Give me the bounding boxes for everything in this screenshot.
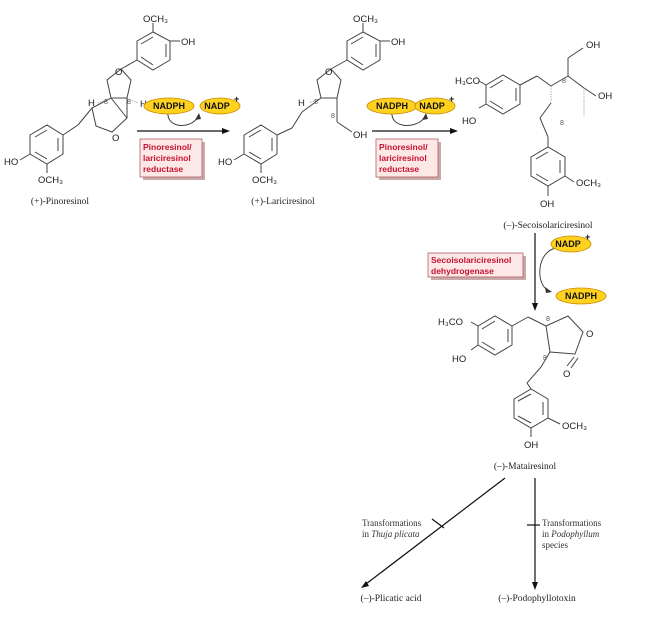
step1-enzyme-line3: reductase <box>143 164 183 174</box>
step3-nadp-text: NADP <box>555 239 581 249</box>
step2-enzyme-line1: Pinoresinol/ <box>379 142 428 152</box>
matai-oh-label: OH <box>524 440 538 451</box>
pinoresinol-h-right-label: H <box>140 99 147 110</box>
thuja-note-line2: in Thuja plicata <box>362 529 420 539</box>
pinoresinol-ho-label: HO <box>4 157 18 168</box>
podophyllum-note-line1: Transformations <box>542 518 602 528</box>
seco-8-left: 8 <box>562 78 566 85</box>
matai-upper-ring <box>477 315 513 356</box>
step2-enzyme-line3: reductase <box>379 164 419 174</box>
podophyllum-arrowhead <box>532 582 538 590</box>
matairesinol-name: (–)-Matairesinol <box>494 461 557 472</box>
lariciresinol-structure: OCH₃ OH O H 8 8 OH HO OCH₃ (+)-Laricires… <box>218 14 405 207</box>
lariciresinol-furan <box>316 68 342 99</box>
step2-nadp-badge: NADP + <box>414 94 456 115</box>
branch-thuja: Transformations in Thuja plicata <box>361 477 506 588</box>
step3-enzyme-box: Secoisolariciresinol dehydrogenase <box>427 252 526 280</box>
pinoresinol-oh-label: OH <box>181 37 195 48</box>
lariciresinol-oh-label: OH <box>391 37 405 48</box>
seco-och3-label: OCH₃ <box>576 178 601 189</box>
seco-upper-ring <box>485 74 521 115</box>
pinoresinol-8-right: 8 <box>127 99 131 106</box>
step3-cofactor-curve <box>539 247 557 291</box>
pinoresinol-structure: OCH₃ OH O H H 8 8 O HO OCH₃ (+)-Pinoresi… <box>4 14 195 207</box>
lariciresinol-ho-label: HO <box>218 157 232 168</box>
step2-nadph-badge: NADPH <box>366 97 418 115</box>
secoisolariciresinol-name: (–)-Secoisolariciresinol <box>503 220 593 231</box>
plicatic-acid-name: (–)-Plicatic acid <box>361 593 422 604</box>
step2-nadp-plus: + <box>449 94 454 104</box>
podophyllotoxin-name: (–)-Podophyllotoxin <box>498 593 576 604</box>
branch-podophyllum: Transformations in Podophyllum species <box>527 478 602 590</box>
pinoresinol-och3-bottom-label: OCH₃ <box>38 175 63 186</box>
lariciresinol-och3-bottom-label: OCH₃ <box>252 175 277 186</box>
seco-oh-upper-label: OH <box>586 40 600 51</box>
pinoresinol-lower-furan <box>91 97 128 133</box>
thuja-tick <box>431 518 445 529</box>
pinoresinol-och3-label: OCH₃ <box>143 14 168 25</box>
seco-oh-lower-label: OH <box>598 91 612 102</box>
matai-8-upper: 8 <box>546 316 550 323</box>
step1-nadp-plus: + <box>234 94 239 104</box>
podophyllum-note-line2: in Podophyllum <box>542 529 600 539</box>
podophyllum-note-line3: species <box>542 540 568 550</box>
step1-nadp-text: NADP <box>204 101 230 111</box>
step1-nadp-badge: NADP + <box>199 94 241 115</box>
lariciresinol-8-right: 8 <box>331 113 335 120</box>
pinoresinol-upper-ring <box>136 31 171 71</box>
thuja-note-line1: Transformations <box>362 518 422 528</box>
thuja-arrow <box>365 477 506 585</box>
step2-enzyme-line2: lariciresinol <box>379 153 427 163</box>
step1-nadph-badge: NADPH <box>143 97 195 115</box>
matai-och3-label: OCH₃ <box>562 421 587 432</box>
step3-enzyme-line2: dehydrogenase <box>431 266 494 276</box>
thuja-arrowhead <box>361 581 369 588</box>
step3-nadp-plus: + <box>585 232 590 242</box>
step2-nadp-text: NADP <box>419 101 445 111</box>
step3-arrowhead <box>532 303 538 311</box>
step2-reduction: NADPH NADP + Pinoresinol/ lariciresinol … <box>366 94 458 180</box>
step2-enzyme-box: Pinoresinol/ lariciresinol reductase <box>375 138 441 180</box>
lariciresinol-upper-ring <box>346 31 381 71</box>
matai-h3co-label: H₃CO <box>438 317 463 328</box>
lariciresinol-h-label: H <box>298 98 305 109</box>
pinoresinol-name: (+)-Pinoresinol <box>31 196 89 207</box>
step1-arrowhead <box>222 128 230 134</box>
step3-enzyme-line1: Secoisolariciresinol <box>431 255 511 265</box>
step3-nadph-badge: NADPH <box>555 287 607 305</box>
lariciresinol-o-label: O <box>325 67 332 78</box>
matai-o-carbonyl-label: O <box>563 369 570 380</box>
step3-oxidation: NADP + NADPH Secoisolariciresinol dehydr… <box>427 232 607 311</box>
step1-nadph-text: NADPH <box>153 101 185 111</box>
lariciresinol-ch2oh-label: OH <box>353 130 367 141</box>
step3-nadp-badge: NADP + <box>550 232 592 253</box>
matai-lactone-ring <box>545 315 584 355</box>
matai-o-ring-label: O <box>586 329 593 340</box>
matai-ho-label: HO <box>452 354 466 365</box>
lariciresinol-och3-label: OCH₃ <box>353 14 378 25</box>
pinoresinol-h-left-label: H <box>88 98 95 109</box>
seco-8-right: 8 <box>560 120 564 127</box>
seco-oh-bottom-label: OH <box>540 199 554 210</box>
step1-enzyme-line2: lariciresinol <box>143 153 191 163</box>
step2-arrowhead <box>450 128 458 134</box>
matairesinol-structure: H₃CO HO 8 8 O O OCH₃ OH (–)-Matairesinol <box>438 315 593 472</box>
seco-h3co-label: H₃CO <box>455 76 480 87</box>
lariciresinol-8-left: 8 <box>314 99 318 106</box>
step1-enzyme-line1: Pinoresinol/ <box>143 142 192 152</box>
lariciresinol-name: (+)-Lariciresinol <box>251 196 315 207</box>
step2-nadph-text: NADPH <box>376 101 408 111</box>
pinoresinol-o-bottom-label: O <box>112 133 119 144</box>
pinoresinol-o-top-label: O <box>115 67 122 78</box>
secoisolariciresinol-structure: H₃CO HO 8 8 OH OH OCH₃ OH (–)-Secoisolar… <box>455 40 612 231</box>
seco-ho-label: HO <box>462 116 476 127</box>
pinoresinol-8-left: 8 <box>104 99 108 106</box>
matai-8-lower: 8 <box>543 355 547 362</box>
step1-enzyme-box: Pinoresinol/ lariciresinol reductase <box>139 138 205 180</box>
step1-reduction: NADPH NADP + Pinoresinol/ lariciresinol … <box>137 94 241 180</box>
step3-nadph-text: NADPH <box>565 291 597 301</box>
